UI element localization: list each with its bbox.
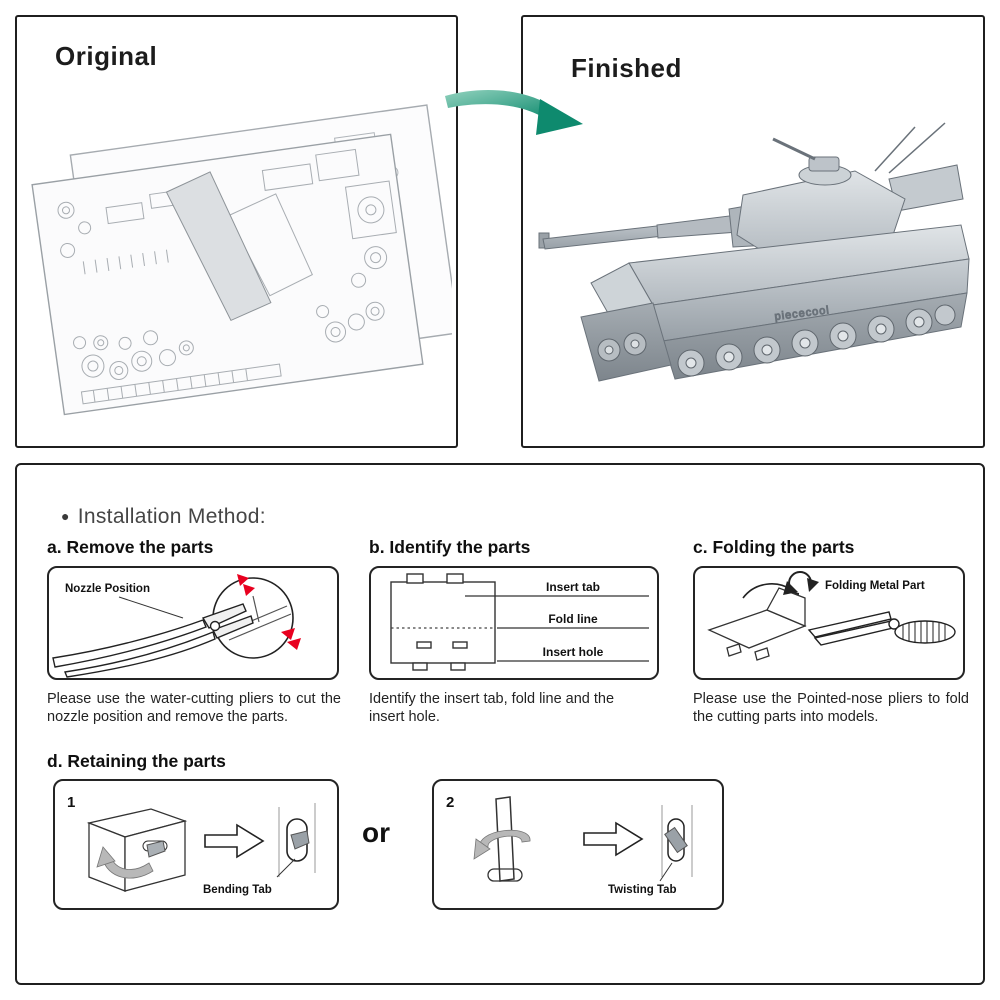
cutting-pliers xyxy=(52,603,254,678)
road-wheels xyxy=(597,304,956,377)
bending-tab-svg: 1 B xyxy=(67,794,316,896)
tab-through-slot xyxy=(487,796,523,882)
step-d-title: d. Retaining the parts xyxy=(47,751,226,771)
step-b-diagram: Insert tab Fold line Insert hole xyxy=(369,566,659,680)
label-lines xyxy=(465,595,649,662)
step-d-diagram-1: 1 B xyxy=(53,779,339,910)
twisting-tab-label: Twisting Tab xyxy=(608,884,677,896)
fold-line-label: Fold line xyxy=(548,612,598,626)
nozzle-sprue xyxy=(224,595,292,641)
diagram-2-number: 2 xyxy=(446,794,454,811)
metal-sheets-svg xyxy=(31,104,452,416)
arrow-icon xyxy=(445,89,583,135)
installation-heading-text: Installation Method: xyxy=(77,505,266,528)
antenna xyxy=(874,126,916,172)
finished-panel: Finished xyxy=(521,15,985,448)
part-outline xyxy=(390,573,496,671)
insert-hole-label: Insert hole xyxy=(543,645,604,659)
original-panel: Original xyxy=(15,15,458,448)
twisting-tab-svg: 2 Twisting Tab xyxy=(446,794,693,896)
bent-tab xyxy=(146,840,166,858)
step-a-description: Please use the water-cutting pliers to c… xyxy=(47,691,341,726)
antenna xyxy=(888,122,946,174)
step-c-description: Please use the Pointed-nose pliers to fo… xyxy=(693,691,969,726)
large-hull-part xyxy=(165,171,272,322)
or-label: or xyxy=(362,817,390,848)
folded-part xyxy=(707,587,807,661)
folding-parts-svg: Folding Metal Part xyxy=(707,571,956,661)
step-c-title: c. Folding the parts xyxy=(693,537,855,557)
diagram-1-number: 1 xyxy=(67,794,75,811)
red-cut-indicators xyxy=(237,574,301,650)
original-title: Original xyxy=(55,41,158,71)
installation-panel: ● Installation Method: a. Remove the part… xyxy=(15,463,985,985)
installation-heading: ● Installation Method: xyxy=(61,505,266,529)
result-twisted-slot xyxy=(661,805,693,877)
next-step-arrow xyxy=(204,823,265,859)
insert-tab-label: Insert tab xyxy=(546,580,600,594)
sheets-group xyxy=(31,104,452,416)
remove-parts-svg: Nozzle Position xyxy=(52,574,301,678)
metal-sheets-illustration xyxy=(25,95,452,435)
nozzle-position-label: Nozzle Position xyxy=(65,583,150,595)
original-to-finished-arrow xyxy=(441,82,586,148)
identify-parts-svg: Insert tab Fold line Insert hole xyxy=(390,573,649,671)
hatch xyxy=(808,156,840,172)
step-b-title: b. Identify the parts xyxy=(369,537,531,557)
step-d-diagram-2: 2 Twisting Tab xyxy=(432,779,724,910)
step-a-diagram: Nozzle Position xyxy=(47,566,339,680)
next-step-arrow xyxy=(583,821,644,857)
tank-body: piececool xyxy=(538,122,970,382)
twist-direction-arrow xyxy=(473,829,531,860)
tank-svg: piececool xyxy=(538,122,970,382)
barrel-sleeve xyxy=(656,214,739,239)
bend-direction-arrow xyxy=(96,846,154,879)
etched-parts xyxy=(57,148,397,405)
pointed-nose-pliers xyxy=(807,611,956,646)
step-a-title: a. Remove the parts xyxy=(47,537,214,557)
machine-gun xyxy=(772,137,816,161)
step-b-description: Identify the insert tab, fold line and t… xyxy=(369,691,615,726)
tank-model-illustration: piececool xyxy=(537,113,974,428)
bullet-icon: ● xyxy=(61,508,70,524)
finished-title: Finished xyxy=(571,53,682,83)
folding-metal-part-label: Folding Metal Part xyxy=(825,580,925,592)
step-c-diagram: Folding Metal Part xyxy=(693,566,965,680)
result-slot xyxy=(278,803,316,877)
bending-tab-label: Bending Tab xyxy=(203,884,272,896)
